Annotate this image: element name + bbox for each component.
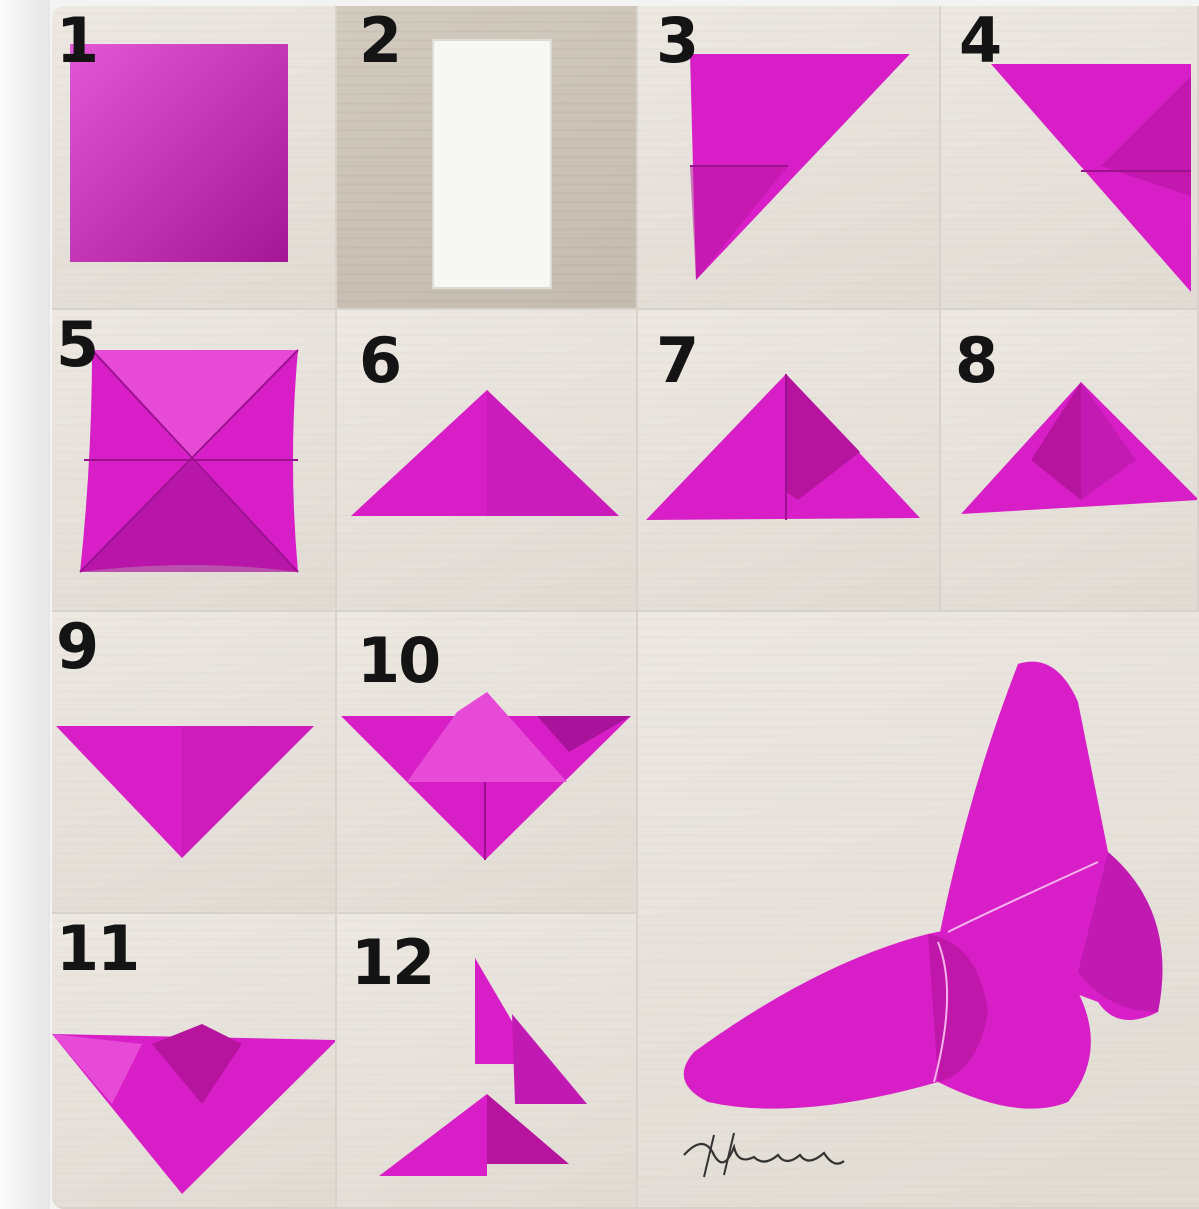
- final-butterfly-panel: [638, 612, 1199, 1209]
- step-panel-5: 5: [52, 310, 337, 612]
- step-number: 1: [56, 10, 97, 72]
- step-number: 12: [351, 932, 433, 994]
- step-panel-12: 12: [337, 914, 638, 1209]
- step-number: 11: [56, 918, 138, 980]
- step-number: 2: [359, 10, 400, 72]
- step-number: 8: [955, 330, 996, 392]
- step-number: 5: [56, 314, 97, 376]
- step-panel-8: 8: [941, 310, 1199, 612]
- left-margin: [0, 0, 50, 1209]
- step-number: 4: [959, 10, 1000, 72]
- step-panel-4: 4: [941, 6, 1199, 310]
- finished-butterfly: [638, 612, 1199, 1209]
- step-panel-6: 6: [337, 310, 638, 612]
- step-number: 7: [656, 330, 697, 392]
- step-panel-11: 11: [52, 914, 337, 1209]
- origami-steps-grid: 1 2 3 4 5: [52, 6, 1199, 1209]
- step-panel-2: 2: [337, 6, 638, 310]
- step-number: 6: [359, 330, 400, 392]
- signature-logo: [674, 1125, 854, 1185]
- step-number: 10: [357, 630, 439, 692]
- step-panel-1: 1: [52, 6, 337, 310]
- step-number: 9: [56, 616, 97, 678]
- step-panel-9: 9: [52, 612, 337, 914]
- step-panel-7: 7: [638, 310, 941, 612]
- step-number: 3: [656, 10, 697, 72]
- step-panel-10: 10: [337, 612, 638, 914]
- step-panel-3: 3: [638, 6, 941, 310]
